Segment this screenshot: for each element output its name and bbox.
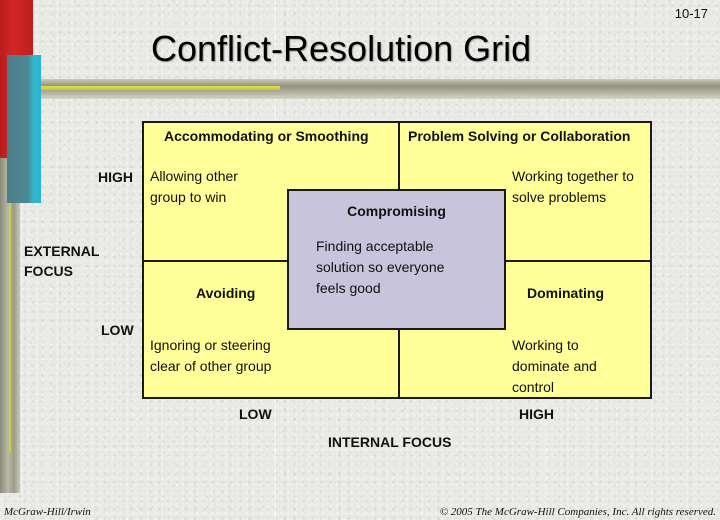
compromising-title: Compromising	[347, 203, 446, 219]
decorative-yellow-vertical-line	[9, 203, 11, 453]
decorative-teal-bar	[7, 55, 41, 203]
quadrant-title-problem-solving: Problem Solving or Collaboration	[408, 128, 631, 144]
y-axis-low-label: LOW	[101, 322, 134, 338]
quadrant-title-dominating: Dominating	[527, 285, 604, 301]
decorative-yellow-horizontal-line	[40, 86, 280, 90]
quadrant-text-problem-solving: Working together to solve problems	[512, 168, 634, 205]
slide-title: Conflict-Resolution Grid	[151, 28, 532, 69]
x-axis-low-label: LOW	[239, 406, 272, 422]
y-axis-title: EXTERNAL FOCUS	[24, 243, 100, 279]
decorative-gray-horizontal-bar	[40, 79, 720, 99]
compromising-text: Finding acceptable solution so everyone …	[316, 238, 445, 296]
quadrant-title-avoiding: Avoiding	[196, 285, 256, 301]
quadrant-text-accommodating: Allowing other group to win	[150, 168, 238, 205]
compromising-box: Compromising Finding acceptable solution…	[287, 189, 506, 330]
quadrant-title-accommodating: Accommodating or Smoothing	[164, 128, 369, 144]
quadrant-text-avoiding: Ignoring or steering clear of other grou…	[150, 337, 272, 374]
quadrant-text-dominating: Working to dominate and control	[512, 337, 597, 395]
slide-number: 10-17	[674, 6, 708, 21]
y-axis-high-label: HIGH	[98, 169, 133, 185]
x-axis-high-label: HIGH	[519, 406, 554, 422]
footer-copyright: © 2005 The McGraw-Hill Companies, Inc. A…	[439, 506, 716, 518]
footer-publisher: McGraw-Hill/Irwin	[4, 506, 91, 518]
x-axis-title: INTERNAL FOCUS	[328, 434, 452, 450]
